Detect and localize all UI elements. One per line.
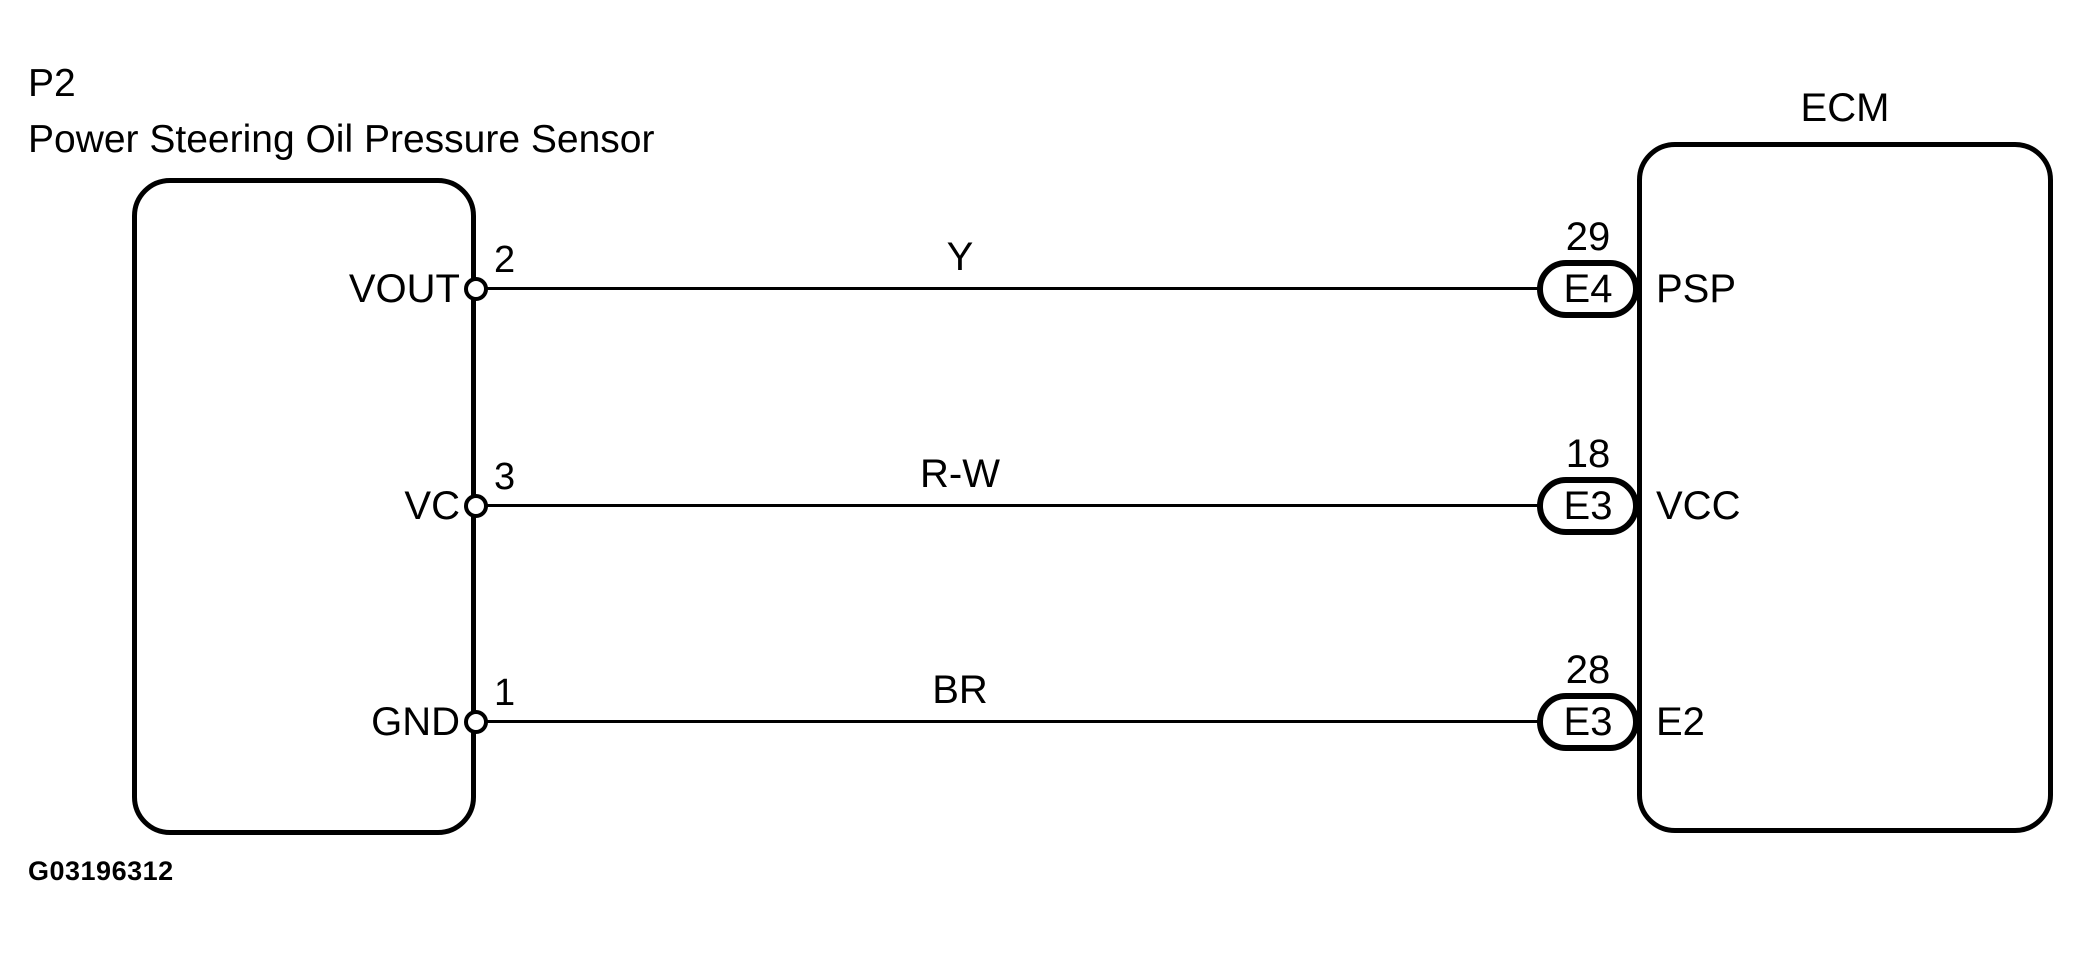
wire	[476, 287, 1542, 290]
sensor-pin-number: 1	[494, 672, 516, 714]
title-block: P2 Power Steering Oil Pressure Sensor	[28, 56, 654, 168]
ecm-terminal-number: 29	[1565, 215, 1611, 259]
wire	[476, 720, 1542, 723]
ecm-pin-name: PSP	[1656, 267, 1737, 311]
figure-id: G03196312	[28, 856, 174, 886]
ecm-terminal-number: 18	[1565, 432, 1611, 476]
sensor-pin-name: VOUT	[348, 267, 460, 311]
pin-terminal-circle-icon	[464, 494, 488, 518]
ecm-connector-pill: E3	[1537, 693, 1639, 751]
sensor-pin-number: 3	[494, 456, 516, 498]
ecm-connector-pill: E4	[1537, 260, 1639, 318]
connector-id: P2	[28, 62, 76, 105]
pin-terminal-circle-icon	[464, 277, 488, 301]
sensor-pin-number: 2	[494, 239, 516, 281]
ecm-connector-pill: E3	[1537, 477, 1639, 535]
sensor-pin-name: VC	[404, 484, 460, 528]
wire-color-label: Y	[946, 235, 974, 279]
wire-color-label: R-W	[920, 452, 1000, 496]
wire-color-label: BR	[932, 668, 988, 712]
pin-terminal-circle-icon	[464, 710, 488, 734]
ecm-pin-name: E2	[1656, 700, 1705, 744]
ecm-label: ECM	[1800, 86, 1890, 130]
ecm-terminal-number: 28	[1565, 648, 1611, 692]
connector-name: Power Steering Oil Pressure Sensor	[28, 118, 655, 161]
ecm-pin-name: VCC	[1656, 484, 1741, 528]
ecm-box	[1637, 142, 2053, 833]
wire	[476, 504, 1542, 507]
sensor-pin-name: GND	[371, 700, 460, 744]
